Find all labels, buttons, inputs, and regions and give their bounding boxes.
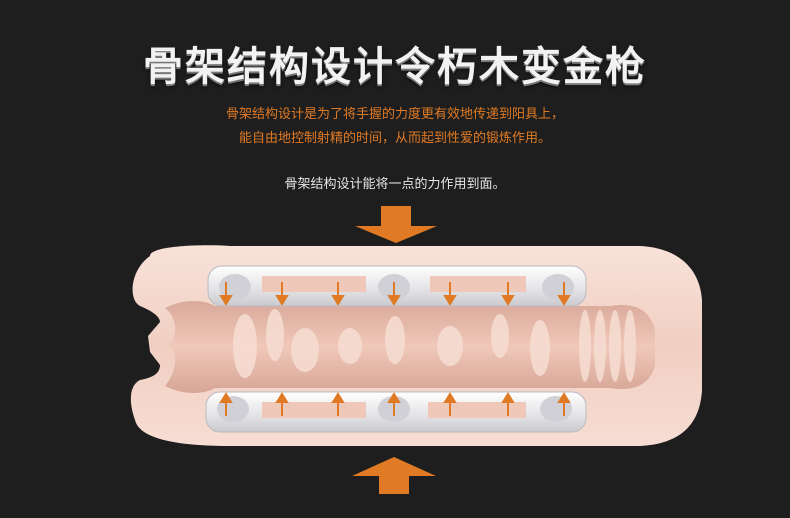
bottom-skeleton-frame <box>205 391 587 433</box>
top-pressure-arrow <box>355 206 437 243</box>
bottom-pressure-arrow <box>352 457 436 494</box>
description-line-2: 能自由地控制射精的时间，从而起到性爱的锻炼作用。 <box>238 131 551 146</box>
top-force-arrows <box>219 282 571 306</box>
diagram-caption: 骨架结构设计能将一点的力作用到面。 <box>284 177 506 192</box>
bottom-force-arrows <box>219 392 571 416</box>
page-title: 骨架结构设计令朽木变金枪 <box>143 44 647 90</box>
description: 骨架结构设计是为了将手握的力度更有效地传递到阳具上， 能自由地控制射精的时间，从… <box>0 103 790 151</box>
inner-ribs <box>233 309 636 382</box>
description-line-1: 骨架结构设计是为了将手握的力度更有效地传递到阳具上， <box>225 107 564 122</box>
inner-canal <box>165 301 655 393</box>
